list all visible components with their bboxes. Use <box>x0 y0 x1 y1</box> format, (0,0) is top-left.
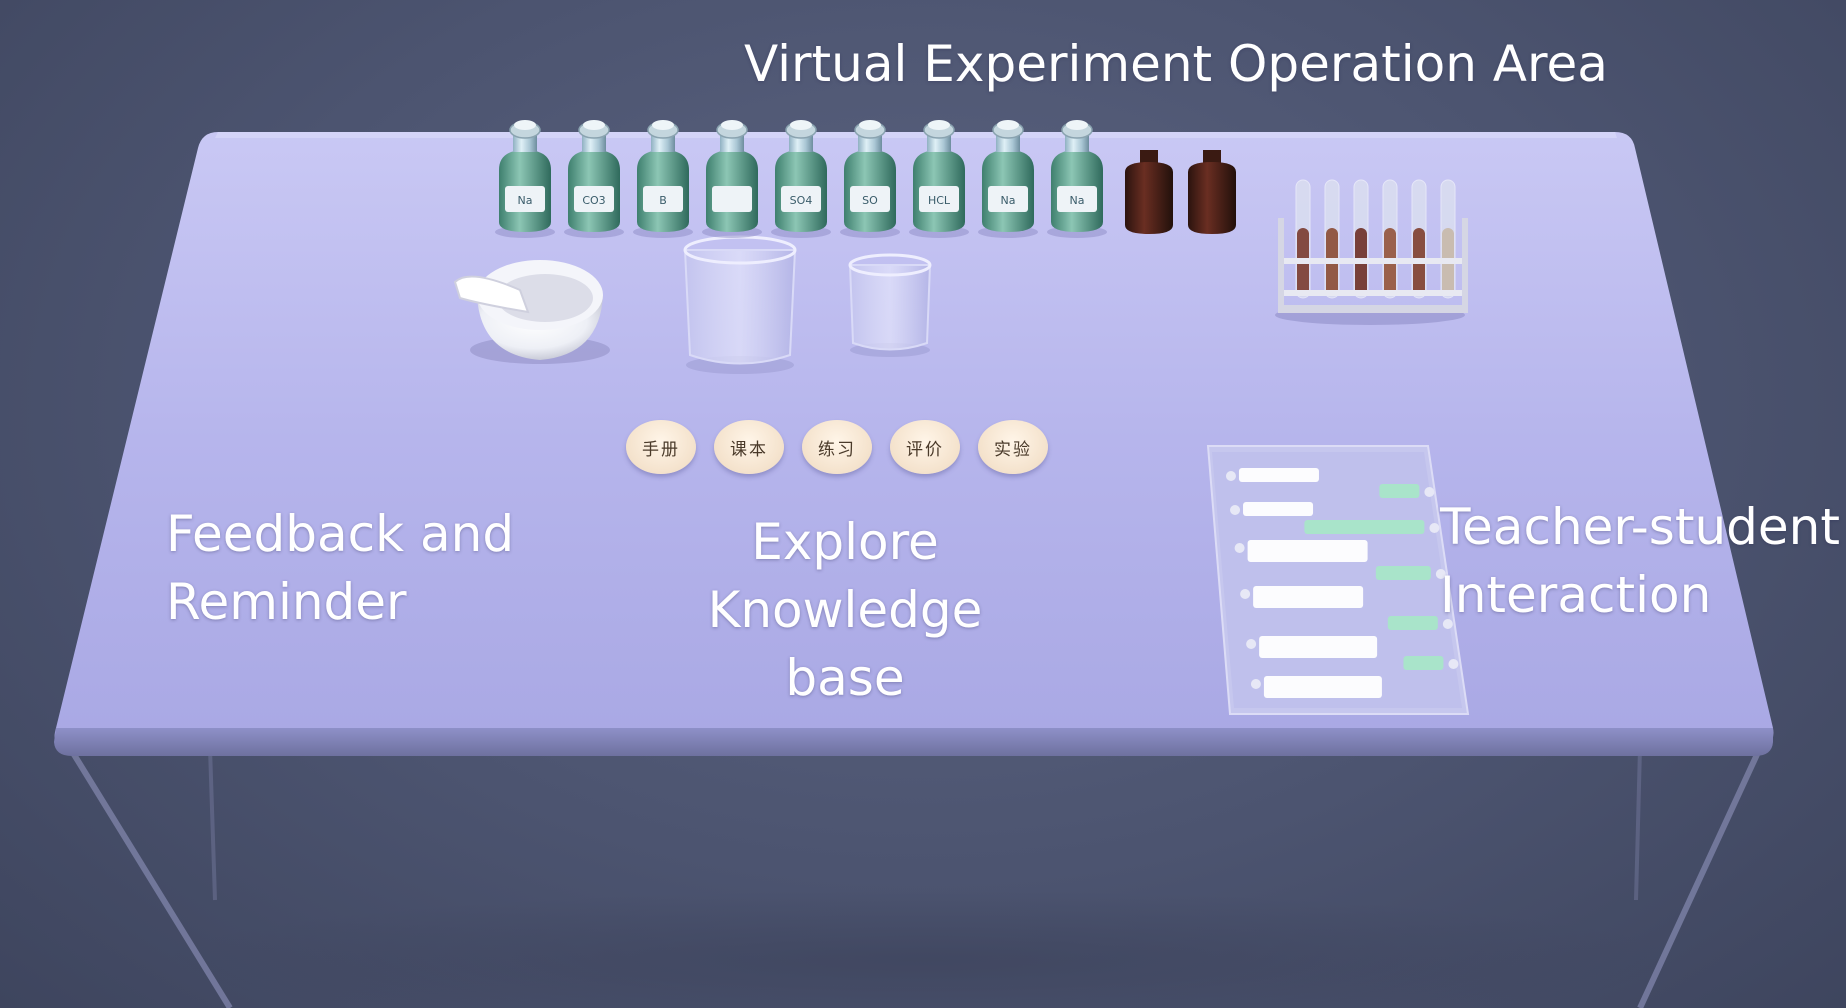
test-tube[interactable] <box>1353 179 1369 299</box>
knowledge-button-evaluation[interactable]: 评价 <box>890 420 960 474</box>
feedback-reminder-label: Feedback and Reminder <box>166 505 515 631</box>
chat-message-teacher <box>1234 540 1368 562</box>
operation-area-label: Virtual Experiment Operation Area <box>744 35 1608 93</box>
test-tube[interactable] <box>1324 179 1340 299</box>
reagent-bottle[interactable]: Na <box>1047 120 1107 238</box>
knowledge-button-experiment[interactable]: 实验 <box>978 420 1048 474</box>
beaker-small[interactable] <box>848 253 932 357</box>
mortar-and-pestle[interactable] <box>453 260 610 364</box>
reagent-bottle[interactable]: Na <box>495 120 555 238</box>
reagent-bottle[interactable] <box>702 120 762 238</box>
bottle-label: SO <box>862 194 878 207</box>
bottle-label: HCL <box>928 194 951 207</box>
bottle-label: CO3 <box>582 194 605 207</box>
bottle-label: B <box>659 194 667 207</box>
chat-message-teacher <box>1246 636 1378 658</box>
reagent-bottle[interactable]: SO <box>840 120 900 238</box>
reagent-bottle[interactable]: SO4 <box>771 120 831 238</box>
chat-panel[interactable] <box>1206 445 1470 715</box>
knowledge-button-manual[interactable]: 手册 <box>626 420 696 474</box>
test-tube-rack[interactable] <box>1275 179 1468 325</box>
knowledge-button-practice[interactable]: 练习 <box>802 420 872 474</box>
test-tube[interactable] <box>1295 179 1311 299</box>
reagent-bottle[interactable]: CO3 <box>564 120 624 238</box>
brown-bottle-2[interactable] <box>1188 150 1236 234</box>
beaker-large[interactable] <box>683 235 797 374</box>
reagent-bottle[interactable]: Na <box>978 120 1038 238</box>
reagent-bottles: Na CO3 B SO4 SO HCL Na Na <box>495 120 1107 238</box>
test-tube[interactable] <box>1411 179 1427 299</box>
chat-message-teacher <box>1225 468 1319 482</box>
chat-message-teacher <box>1230 502 1314 516</box>
chat-message-student <box>1403 656 1459 670</box>
chat-message-student <box>1304 520 1440 534</box>
bottle-label: Na <box>1070 194 1085 207</box>
brown-bottle-1[interactable] <box>1125 150 1173 234</box>
bottle-label: SO4 <box>790 194 813 207</box>
chat-message-teacher <box>1250 676 1382 698</box>
chat-message-student <box>1375 566 1446 580</box>
knowledge-base-label: Explore Knowledge base <box>707 513 983 707</box>
chat-message-teacher <box>1240 586 1364 608</box>
chat-message-student <box>1387 616 1453 630</box>
table-legs <box>67 746 1763 1008</box>
bottle-label: Na <box>1001 194 1016 207</box>
bottle-label: Na <box>518 194 533 207</box>
test-tube[interactable] <box>1382 179 1398 299</box>
knowledge-button-textbook[interactable]: 课本 <box>714 420 784 474</box>
reagent-bottle[interactable]: B <box>633 120 693 238</box>
test-tube[interactable] <box>1440 179 1456 299</box>
teacher-student-label: Teacher-student Interaction <box>1440 498 1840 624</box>
chat-message-student <box>1379 484 1435 498</box>
reagent-bottle[interactable]: HCL <box>909 120 969 238</box>
